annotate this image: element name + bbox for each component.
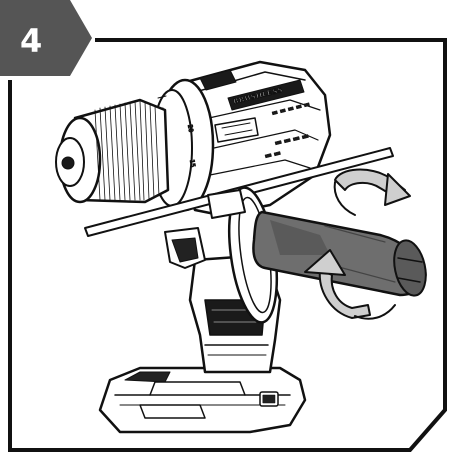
motor-vents — [264, 102, 310, 159]
step-frame — [8, 38, 447, 452]
trigger — [164, 227, 206, 269]
battery-pack — [98, 366, 307, 434]
clutch-mark-2: 15 — [188, 159, 196, 168]
clutch-mark-1: 20 — [186, 124, 194, 133]
rotate-ccw-arrow-icon — [304, 249, 396, 320]
step-badge: 4 — [0, 0, 92, 76]
drill-chuck — [55, 98, 170, 204]
drill-illustration: BRUSHLESS 20 15 — [55, 60, 427, 434]
rotate-cw-arrow-icon — [333, 168, 411, 216]
step-number: 4 — [20, 22, 42, 60]
chuck-grip-ridges — [94, 100, 160, 201]
side-handle — [252, 210, 427, 297]
